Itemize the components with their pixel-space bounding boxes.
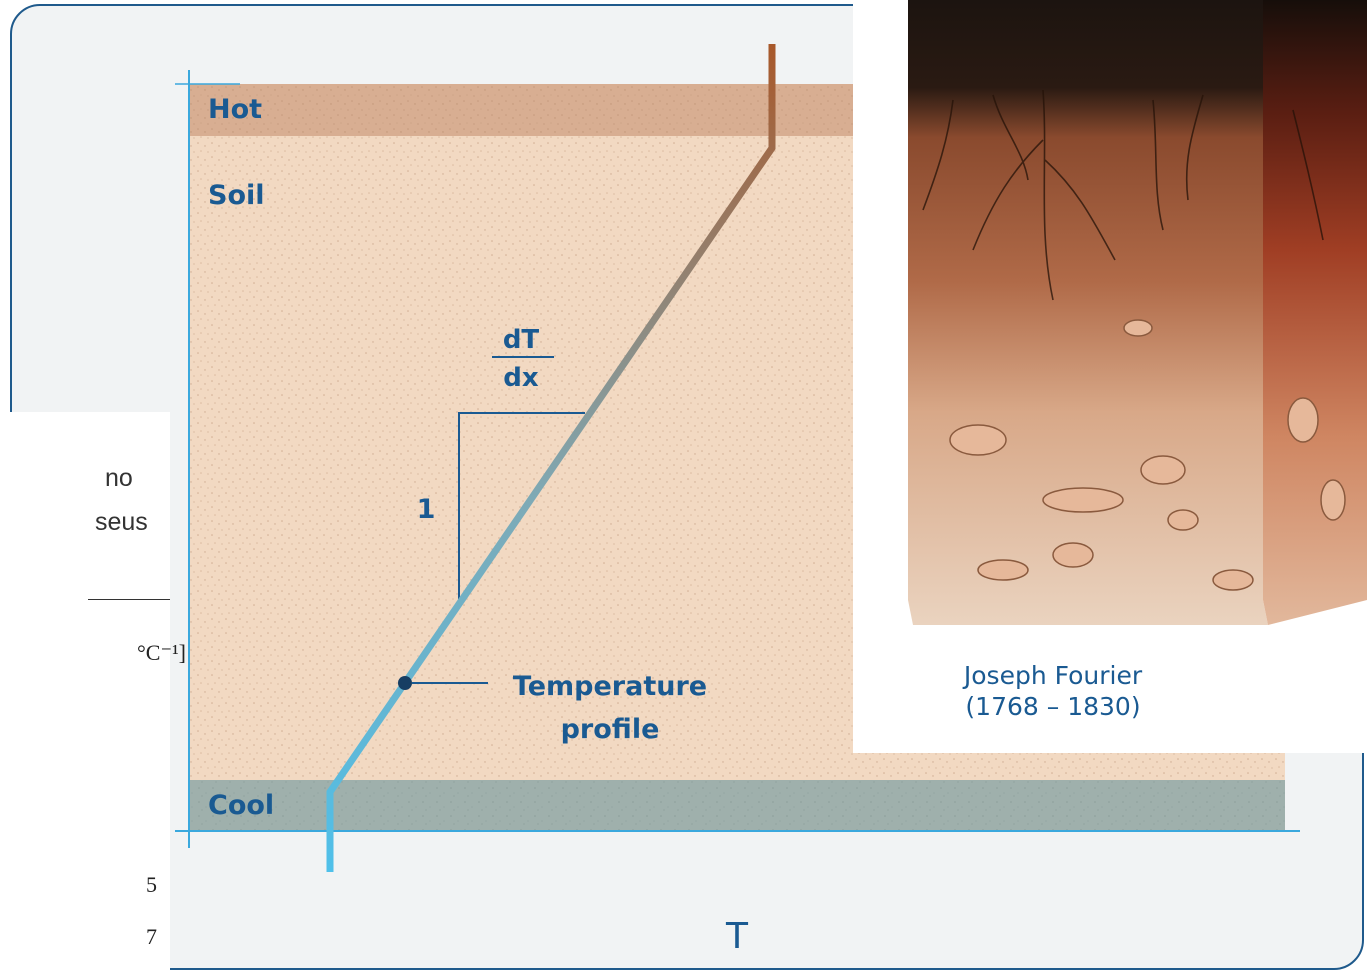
soil-profile-illustration — [853, 0, 1367, 632]
caption-name: Joseph Fourier — [963, 661, 1143, 690]
profile-label-line-1: Temperature — [513, 671, 707, 702]
cool-label: Cool — [208, 790, 274, 821]
gradient-triangle — [458, 412, 585, 600]
overlapping-document: no seus °C⁻¹] 5 7 — [0, 412, 186, 975]
document-rule — [88, 599, 170, 600]
soil-front-face — [908, 0, 1268, 625]
temperature-profile-line — [326, 44, 776, 872]
photo-caption: Joseph Fourier (1768 – 1830) — [853, 660, 1253, 722]
root-lines — [922, 89, 1324, 301]
stones — [949, 319, 1346, 591]
cool-layer-texture — [190, 780, 1285, 830]
gradient-numerator: dT — [503, 325, 540, 355]
document-fragment: 5 — [146, 872, 157, 897]
fourier-photo-card: Joseph Fourier (1768 – 1830) — [853, 0, 1367, 753]
profile-marker — [398, 676, 412, 690]
document-fragment: 7 — [146, 924, 157, 949]
hot-label: Hot — [208, 94, 262, 125]
document-units: °C⁻¹] — [137, 640, 187, 665]
gradient-denominator: dx — [503, 363, 539, 393]
document-word: no — [105, 464, 133, 492]
document-word: seus — [95, 508, 148, 536]
soil-label: Soil — [208, 180, 265, 211]
profile-label-line-2: profile — [561, 714, 660, 745]
caption-years: (1768 – 1830) — [965, 692, 1141, 721]
soil-side-face — [1263, 0, 1367, 625]
x-axis-label: T — [725, 916, 749, 957]
gradient-run-label: 1 — [417, 494, 436, 525]
